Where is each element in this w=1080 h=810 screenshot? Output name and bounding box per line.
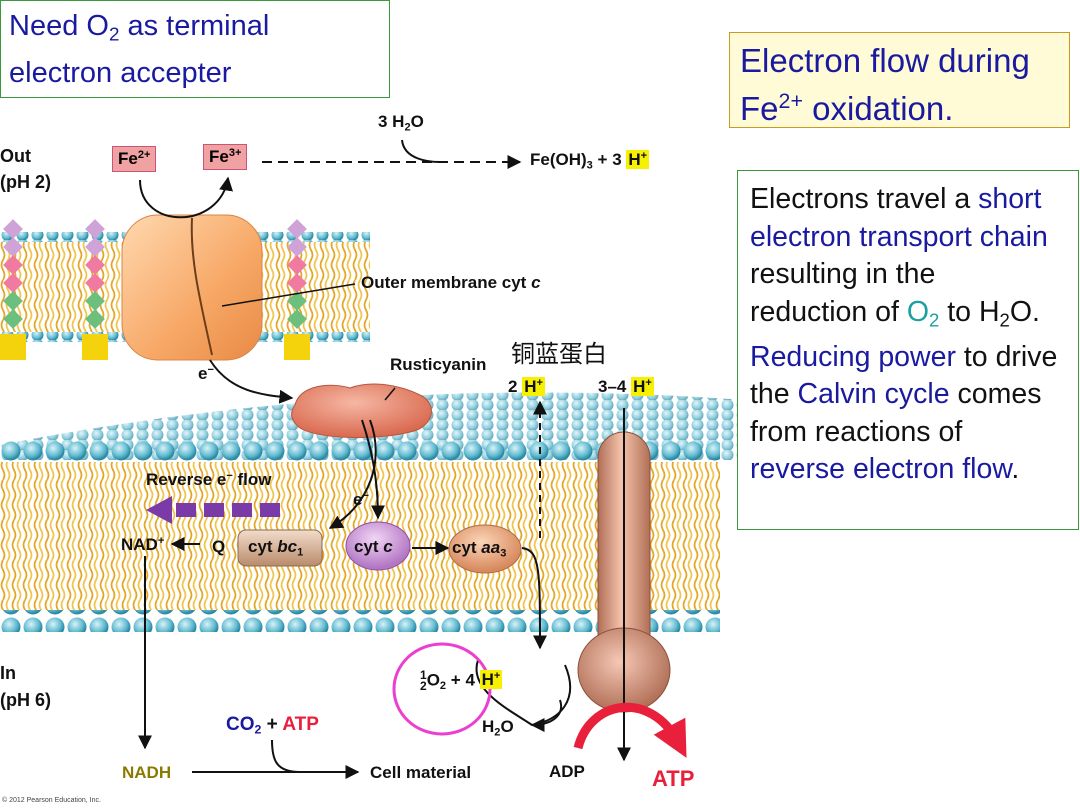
q-label: Q xyxy=(212,537,226,556)
e-minus-top-label: e− xyxy=(198,364,214,384)
in-ph-label: (pH 6) xyxy=(0,690,51,710)
terminal-acceptor-note: Need O2 as terminal electron accepter xyxy=(0,0,390,98)
slide-title: Electron flow during Fe2+ oxidation. xyxy=(729,32,1070,128)
water-top-label: 3 H2O xyxy=(378,112,424,134)
cyt-aa3-label: cyt aa3 xyxy=(452,538,507,560)
out-ph-label: (pH 2) xyxy=(0,172,51,192)
rusticyanin-protein xyxy=(291,383,432,439)
o2-highlight-circle xyxy=(392,642,492,736)
rusticyanin-chinese-label: 铜蓝蛋白 xyxy=(511,340,607,368)
outer-cyt-c-label: Outer membrane cyt c xyxy=(361,273,541,292)
e-minus-mid-label: e− xyxy=(353,490,369,510)
proton-2-label: 2 H+ xyxy=(508,377,545,397)
flow-arrows xyxy=(138,139,631,779)
cyt-c-label: cyt c xyxy=(354,537,393,556)
rusticyanin-label: Rusticyanin xyxy=(390,355,487,374)
fe2-label: Fe2+ xyxy=(112,146,157,173)
adp-label: ADP xyxy=(549,762,585,781)
description-box: Electrons travel a short electron transp… xyxy=(737,170,1079,530)
fe3-label: Fe3+ xyxy=(203,144,248,171)
fe-oh3-label: Fe(OH)3 + 3 H+ xyxy=(530,150,650,172)
atp-synthesis-arrow xyxy=(573,702,687,758)
outer-membrane-cyt-c-protein xyxy=(121,214,263,361)
copyright: © 2012 Pearson Education, Inc. xyxy=(2,797,101,804)
nad-plus-label: NAD+ xyxy=(121,535,165,555)
water-bottom-label: H2O xyxy=(482,717,514,739)
cyt-bc1-label: cyt bc1 xyxy=(248,537,304,559)
cyt-c-protein xyxy=(345,521,411,571)
in-label: In xyxy=(0,663,16,683)
co2-atp-label: CO2 + ATP xyxy=(226,714,319,737)
atp-out-label: ATP xyxy=(652,766,695,791)
proton-3-4-label: 3–4 H+ xyxy=(598,377,654,397)
reverse-flow-label: Reverse e− flow xyxy=(146,470,272,490)
cell-material-label: Cell material xyxy=(370,763,472,782)
cyt-bc1-complex xyxy=(237,529,323,567)
reverse-flow-arrow xyxy=(146,496,280,524)
out-label: Out xyxy=(0,146,31,166)
nadh-label: NADH xyxy=(122,763,172,782)
